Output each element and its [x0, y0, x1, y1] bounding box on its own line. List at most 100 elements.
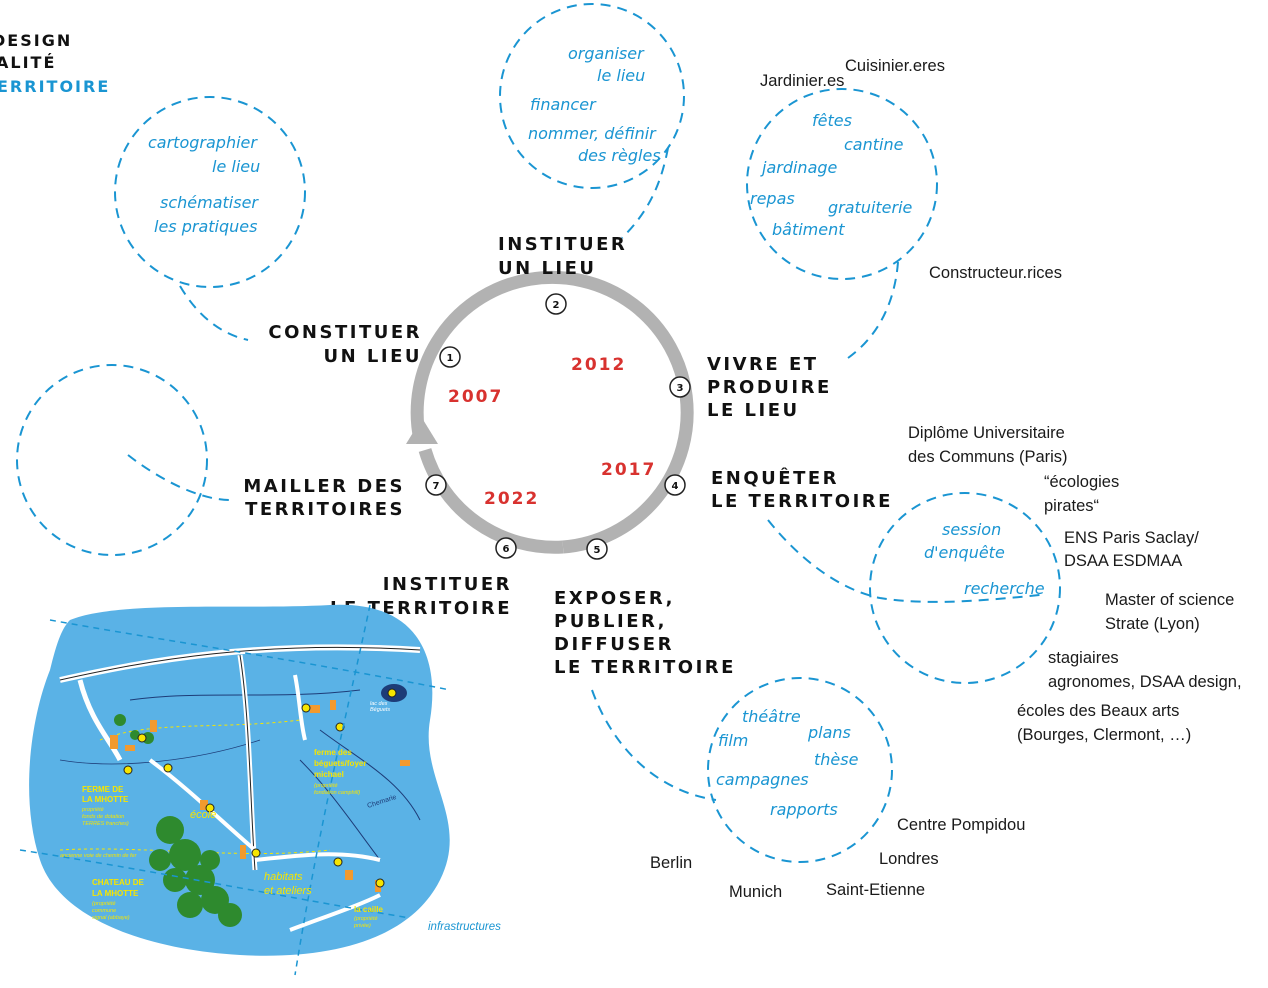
map-label: CHATEAU DE: [92, 878, 145, 887]
actor-label: des Communs (Paris): [908, 448, 1068, 466]
map-label: école: [190, 809, 216, 821]
step-title-line: LE LIEU: [707, 400, 800, 421]
step-title-line: EXPOSER,: [554, 588, 675, 609]
activity-label: jardinage: [760, 158, 838, 177]
header-line-1: DESIGN: [0, 31, 72, 50]
activity-label: bâtiment: [772, 220, 845, 239]
territory-map: FERME DE LA MHOTTE propriété fonds de do…: [19, 604, 501, 976]
page-header: DESIGN ALITÉ ERRITOIRE: [0, 31, 108, 96]
map-label: ferme des: [314, 748, 352, 757]
step-title-exposer: EXPOSER, PUBLIER, DIFFUSER LE TERRITOIRE: [554, 588, 733, 678]
actors-enqueter: Diplôme Universitaire des Communs (Paris…: [908, 424, 1242, 744]
map-sublabel: (propriété: [92, 901, 116, 907]
map-sublabel: fondation camphill): [314, 790, 360, 796]
activity-label: les pratiques: [154, 217, 257, 236]
map-label: la caille: [354, 905, 383, 914]
bubble-connector: [621, 147, 669, 239]
activity-label: session: [942, 520, 1001, 539]
step-title-line: DIFFUSER: [554, 634, 674, 655]
map-forest: [114, 714, 242, 927]
step-title-line: ENQUÊTER: [711, 467, 839, 489]
map-road-edge: [239, 654, 256, 871]
actor-label: Jardinier.es: [760, 72, 844, 90]
activity-label: film: [718, 731, 748, 750]
step-marker-1: 1: [439, 346, 461, 368]
bubble-instituer: organiser le lieu financer nommer, défin…: [499, 3, 685, 239]
step-marker-2: 2: [545, 293, 567, 315]
map-sublabel: (propriété: [354, 916, 378, 922]
actor-label: agronomes, DSAA design,: [1048, 673, 1242, 691]
actor-label: stagiaires: [1048, 649, 1119, 667]
map-road: [254, 852, 381, 862]
activity-label: nommer, définir: [528, 124, 657, 143]
step-title-line: PUBLIER,: [554, 611, 667, 632]
actor-label: DSAA ESDMAA: [1064, 552, 1182, 570]
map-sublabel: privée): [353, 923, 371, 929]
step-marker-6: 6: [495, 537, 517, 559]
step-number: 3: [677, 383, 684, 394]
actors-vivre: Cuisinier.eres Jardinier.es Constructeur…: [760, 57, 1062, 282]
actor-label: Berlin: [650, 854, 692, 872]
map-label: LA MHOTTE: [82, 795, 129, 804]
activity-label: plans: [807, 723, 851, 742]
step-title-line: INSTITUER: [498, 234, 627, 255]
cycle-years: 2007 2012 2017 2022: [448, 355, 654, 509]
map-sublabel: TERRES franches): [82, 821, 129, 827]
bubble-circle: [707, 677, 893, 863]
bubble-connector: [847, 261, 899, 359]
map-details: [59, 644, 421, 932]
activity-label: des règles: [578, 146, 661, 165]
activity-label: campagnes: [716, 770, 809, 789]
bubble-circle: [746, 88, 938, 280]
map-label: et ateliers: [264, 885, 312, 897]
map-sublabel: Béguets: [370, 707, 390, 713]
step-title-line: LE TERRITOIRE: [711, 491, 893, 512]
bubble-connector: [127, 454, 231, 501]
step-title-line: UN LIEU: [498, 258, 597, 279]
map-road: [293, 674, 307, 741]
map-river: [319, 729, 421, 821]
bubble-connector: [179, 285, 249, 341]
infrastructures-label: infrastructures: [428, 921, 501, 933]
map-area: [29, 604, 450, 956]
step-number: 1: [447, 353, 454, 364]
activity-label: thèse: [814, 750, 859, 769]
actors-exposer: Centre Pompidou Londres Saint-Etienne Mu…: [650, 816, 1025, 901]
bubble-mailler: [16, 364, 231, 556]
map-label: LA MHOTTE: [92, 889, 139, 898]
map-label: béguets/foyer: [314, 759, 366, 768]
map-label: michael: [314, 770, 344, 779]
cycle-arrow-head: [406, 418, 438, 444]
step-number: 4: [672, 481, 679, 492]
activity-label: repas: [750, 189, 795, 208]
actor-label: Saint-Etienne: [826, 881, 925, 899]
cycle-arc: [410, 270, 694, 554]
year-label: 2012: [571, 355, 626, 375]
step-title-line: VIVRE ET: [707, 354, 819, 375]
activity-label: organiser: [568, 44, 645, 63]
step-marker-3: 3: [669, 376, 691, 398]
actor-label: Diplôme Universitaire: [908, 424, 1065, 442]
step-title-vivre: VIVRE ET PRODUIRE LE LIEU: [707, 354, 829, 421]
map-road-edge: [59, 646, 421, 681]
actor-label: (Bourges, Clermont, …): [1017, 726, 1191, 744]
bubble-circle: [499, 3, 685, 189]
map-sublabel: (propriété: [314, 783, 338, 789]
bubble-exposer: théâtre plans film thèse campagnes rappo…: [591, 677, 893, 863]
activity-label: gratuiterie: [828, 198, 913, 217]
year-label: 2007: [448, 387, 503, 407]
map-sublabel: fonds de dotation: [82, 814, 124, 820]
activity-label: fêtes: [812, 111, 852, 130]
map-sublabel: propriété: [81, 807, 104, 813]
step-number: 7: [433, 481, 440, 492]
cycle-arc-lower: [418, 448, 564, 554]
step-title-line: CONSTITUER: [268, 322, 422, 343]
activity-label: le lieu: [597, 66, 645, 85]
step-title-enqueter: ENQUÊTER LE TERRITOIRE: [711, 467, 893, 512]
activity-label: d'enquête: [924, 543, 1005, 562]
infrastructure-line: [294, 604, 371, 976]
activity-label: rapports: [770, 800, 838, 819]
activity-label: schématiser: [160, 193, 259, 212]
activity-label: recherche: [964, 579, 1045, 598]
